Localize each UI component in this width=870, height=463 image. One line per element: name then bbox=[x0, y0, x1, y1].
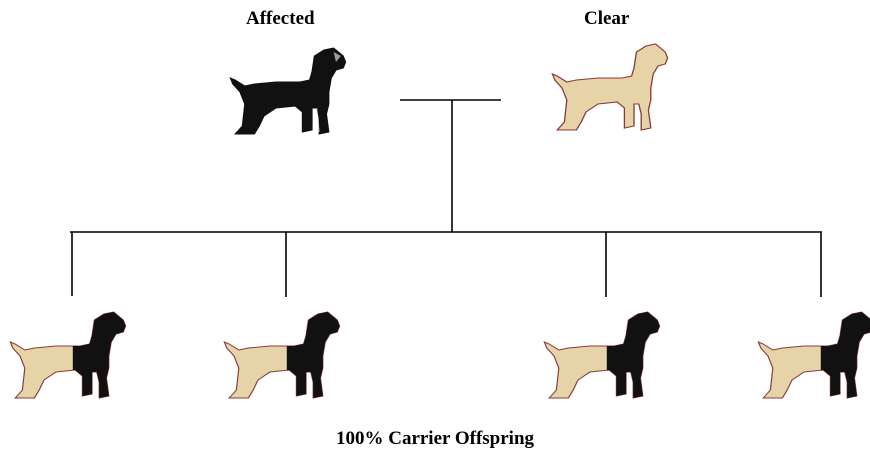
offspring-dog-4 bbox=[757, 311, 870, 399]
affected-parent-dog bbox=[229, 47, 347, 135]
offspring-dog-2 bbox=[223, 311, 341, 399]
offspring-caption: 100% Carrier Offspring bbox=[335, 428, 535, 449]
clear-parent-label: Clear bbox=[584, 8, 630, 29]
pedigree-lines bbox=[70, 99, 822, 297]
clear-parent-dog bbox=[551, 43, 669, 131]
offspring-dog-1 bbox=[9, 311, 127, 399]
affected-parent-label: Affected bbox=[246, 8, 315, 29]
offspring-dog-3 bbox=[543, 311, 661, 399]
